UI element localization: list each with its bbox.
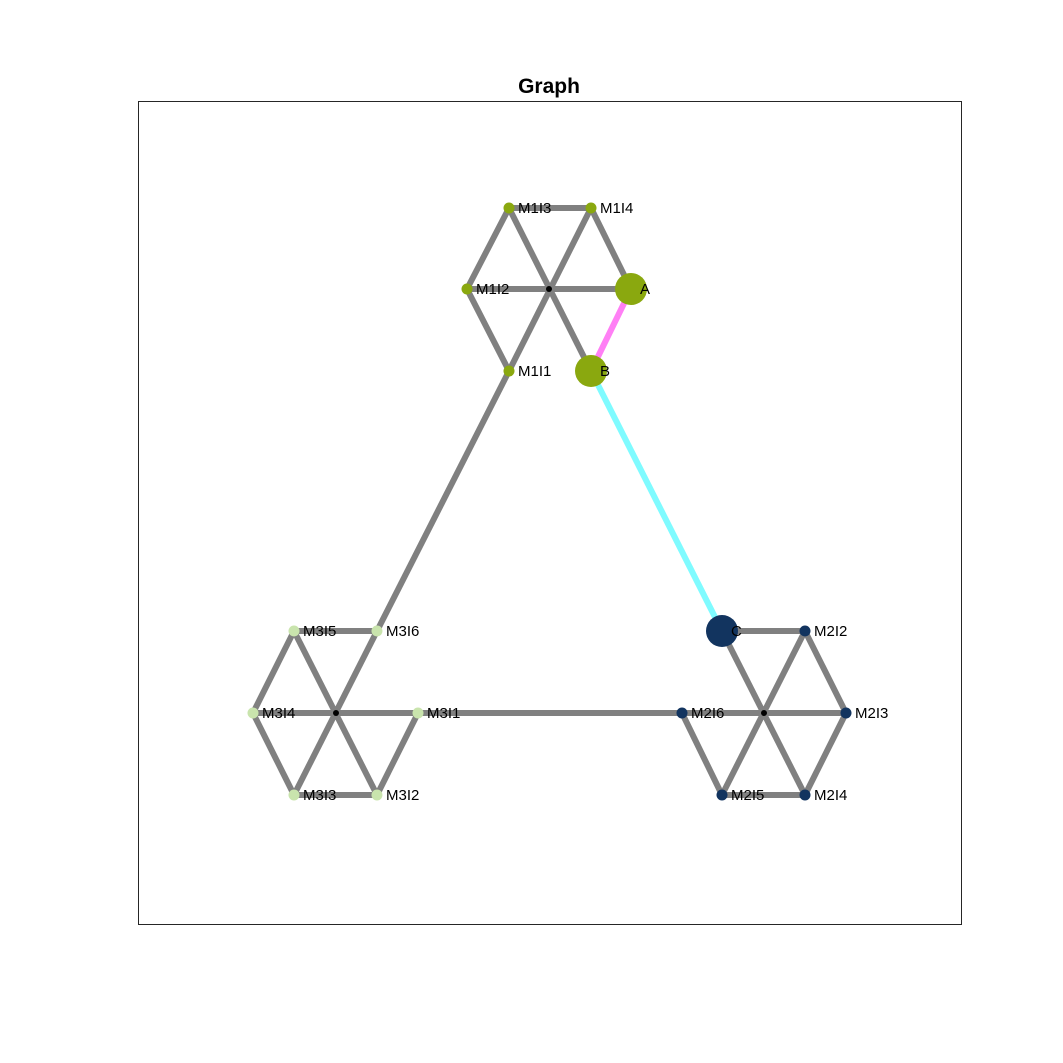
node-label-b: B [600,363,610,380]
edge-m3i1-m3i2 [374,711,421,797]
edge-m2i6-m2i5 [679,711,725,797]
node-label-m2i2: M2I2 [814,623,847,640]
node-m2i3 [840,707,852,719]
plot-frame [138,101,962,925]
node-b [575,355,607,387]
node-label-m2i3: M2I3 [855,705,888,722]
node-m1i4 [585,202,597,214]
node-label-m1i2: M1I2 [476,281,509,298]
node-m1i2 [461,283,473,295]
edge-m2i3-m2i4 [802,711,849,797]
edge-m3i4-m3i5 [250,629,297,715]
node-label-m2i6: M2I6 [691,705,724,722]
node-label-a: A [640,281,650,298]
graph-title: Graph [518,75,580,98]
node-c [706,615,738,647]
node-m3i1 [412,707,424,719]
node-a [615,273,647,305]
node-label-c: C [731,623,742,640]
node-label-m3i5: M3I5 [303,623,336,640]
node-label-m3i4: M3I4 [262,705,295,722]
node-label-m3i3: M3I3 [303,787,336,804]
node-m3i6 [371,625,383,637]
node-label-m2i5: M2I5 [731,787,764,804]
node-m2i5 [716,789,728,801]
node-label-m3i2: M3I2 [386,787,419,804]
node-m3i4 [247,707,259,719]
node-m1i3 [503,202,515,214]
hub-node [761,710,767,716]
node-label-m1i3: M1I3 [518,200,551,217]
node-label-m1i1: M1I1 [518,363,551,380]
edge-m1i1-m3i6 [374,369,512,633]
node-label-m3i6: M3I6 [386,623,419,640]
node-label-m2i4: M2I4 [814,787,847,804]
node-m1i1 [503,365,515,377]
edge-m1i2-m1i1 [464,287,512,373]
edge-b-c [588,369,725,633]
node-m3i2 [371,789,383,801]
nodes-layer [247,202,852,801]
edge-m3i4-m3i3 [250,711,297,797]
node-m3i3 [288,789,300,801]
node-m2i4 [799,789,811,801]
hub-node [333,710,339,716]
hub-node [546,286,552,292]
edge-m1i2-m1i3 [464,206,512,291]
node-m2i6 [676,707,688,719]
node-label-m1i4: M1I4 [600,200,633,217]
edge-m2i2-m2i3 [802,629,849,715]
node-m3i5 [288,625,300,637]
node-label-m3i1: M3I1 [427,705,460,722]
node-m2i2 [799,625,811,637]
